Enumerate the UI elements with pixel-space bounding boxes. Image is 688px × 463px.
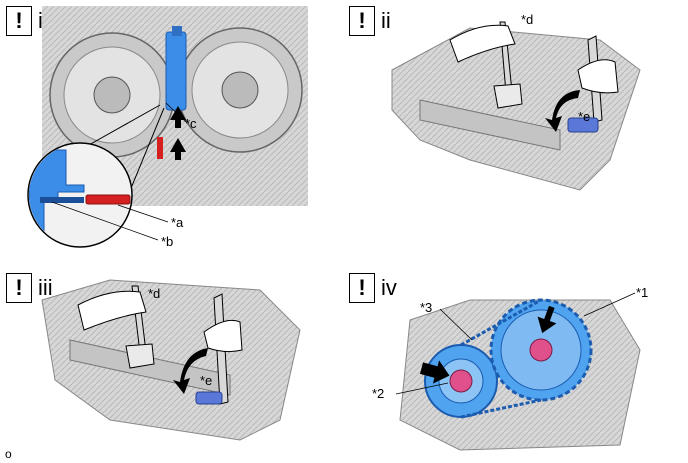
- hand-left-icon: [77, 290, 147, 331]
- callout-a: *a: [171, 215, 184, 230]
- up-arrow-icon: [170, 138, 186, 160]
- blue-sst-tool: [165, 31, 187, 111]
- callout-c: *c: [185, 116, 197, 131]
- panel-ii-engine: [391, 21, 641, 191]
- callout-d: *d: [521, 12, 534, 27]
- callout-3: *3: [420, 300, 433, 315]
- arrow-icon: [537, 305, 557, 334]
- arrow-icon: [419, 360, 450, 384]
- blue-sst-tool: [195, 391, 223, 405]
- callout-d: *d: [148, 286, 161, 301]
- panel-iii-engine: [41, 279, 301, 441]
- callout-b: *b: [161, 234, 174, 249]
- panel-iv-engine: [395, 292, 641, 451]
- callout-2: *2: [372, 386, 385, 401]
- bolt-icon: [449, 369, 473, 393]
- callout-1: *1: [636, 285, 649, 300]
- caution-badge: !: [6, 6, 32, 36]
- rotate-arrow-icon: [545, 90, 580, 132]
- wrench-d: [493, 83, 523, 109]
- step-label-i: i: [38, 8, 43, 33]
- rotate-arrow-icon: [173, 348, 208, 394]
- wrench-d: [125, 343, 155, 369]
- bolt-icon: [529, 338, 553, 362]
- hand-left-icon: [449, 24, 516, 63]
- caution-badge: !: [349, 273, 375, 303]
- hand-right-icon: [577, 59, 619, 94]
- step-label-iv: iv: [381, 275, 397, 300]
- caution-badge: !: [349, 6, 375, 36]
- panel-i-engine: [27, 6, 308, 248]
- callout-e: *e: [578, 109, 591, 124]
- caution-badge: !: [6, 273, 32, 303]
- red-pin: [157, 137, 163, 159]
- hand-right-icon: [203, 319, 243, 353]
- step-label-iii: iii: [38, 275, 53, 300]
- up-arrow-icon: [170, 106, 186, 128]
- callout-e: *e: [200, 373, 213, 388]
- blue-sst-tool: [567, 117, 599, 133]
- step-label-ii: ii: [381, 8, 391, 33]
- corner-mark: o: [5, 447, 12, 461]
